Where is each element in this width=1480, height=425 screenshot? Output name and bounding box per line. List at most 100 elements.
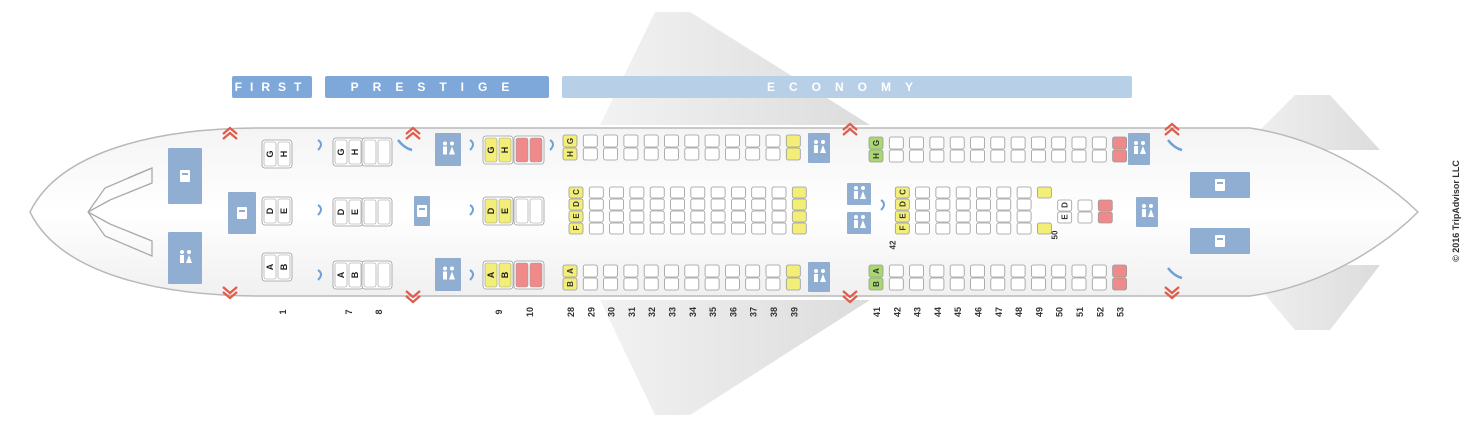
- seat-economy: [888, 264, 904, 278]
- lavatory-icon: [435, 258, 461, 291]
- seat-economy: [909, 277, 924, 291]
- seat-economy: [609, 186, 624, 199]
- seat-letter: B: [500, 271, 510, 278]
- seat-economy: [771, 222, 787, 235]
- seat-letter: G: [336, 148, 346, 155]
- row-number: 29: [586, 307, 596, 317]
- row-number: 38: [769, 307, 779, 317]
- row-number: 50: [1055, 307, 1065, 317]
- bassinet-icon: [469, 204, 474, 216]
- seat-letter: H: [350, 149, 360, 156]
- seat-economy: [915, 198, 930, 211]
- seat-economy: [568, 198, 584, 211]
- seat-letter: A: [566, 268, 575, 274]
- seat-economy: [1031, 149, 1046, 163]
- seat-economy: [955, 210, 971, 223]
- exit-arrow-icon: [222, 286, 238, 300]
- seat-economy: [623, 277, 639, 291]
- seat-economy: [623, 264, 639, 278]
- seat-economy: [1112, 277, 1127, 291]
- seat-economy: [582, 147, 598, 161]
- seat-economy: [970, 149, 985, 163]
- bassinet-icon: [880, 199, 885, 211]
- lavatory-icon: [1128, 133, 1150, 165]
- seat-letter: D: [898, 201, 907, 207]
- seat-economy: [894, 186, 910, 199]
- seat-economy: [909, 136, 924, 150]
- seat-economy: [1016, 186, 1032, 199]
- row-number: 7: [344, 309, 354, 314]
- seat-economy: [868, 277, 884, 291]
- seat-economy: [1071, 277, 1087, 291]
- seat-economy: [603, 277, 618, 291]
- seat-economy: [868, 136, 884, 150]
- seat-economy: [915, 222, 930, 235]
- row-number: 32: [647, 307, 657, 317]
- lavatory-icon: [1136, 197, 1158, 227]
- seat-economy: [1031, 136, 1046, 150]
- seat-economy: [725, 277, 740, 291]
- seat-economy: [649, 210, 665, 223]
- row-number: 53: [1116, 307, 1126, 317]
- seat-letter: D: [1061, 202, 1070, 208]
- seat-economy: [562, 134, 578, 148]
- phone-icon: [1167, 267, 1183, 280]
- lavatory-icon: [168, 232, 202, 284]
- seat-economy: [649, 198, 665, 211]
- seat-economy: [990, 136, 1006, 150]
- seat-economy: [609, 210, 624, 223]
- seat-letter: E: [1061, 214, 1070, 220]
- seat-economy: [1016, 198, 1032, 211]
- seat-economy: [915, 186, 930, 199]
- seat-economy: [582, 277, 598, 291]
- seat-economy: [791, 198, 807, 211]
- seat-economy: [935, 186, 951, 199]
- seat-economy: [725, 134, 740, 148]
- seat-economy: [603, 134, 618, 148]
- seat-economy: [1071, 136, 1087, 150]
- seat-economy: [976, 222, 991, 235]
- seat-letter: E: [898, 213, 907, 219]
- seat-letter: A: [265, 263, 275, 270]
- seat-economy: [1010, 277, 1026, 291]
- galley-icon: [228, 192, 256, 234]
- seat-economy: [1051, 264, 1067, 278]
- seat-letter: G: [872, 140, 881, 146]
- row-number: 51: [1075, 307, 1085, 317]
- seat-economy: [996, 222, 1012, 235]
- seat-prestige: [361, 137, 393, 167]
- seat-economy: [1071, 149, 1087, 163]
- seat-economy: [894, 198, 910, 211]
- seat-economy: [745, 134, 761, 148]
- row-label-inline: 42: [888, 240, 897, 249]
- seat-letter: E: [572, 213, 581, 219]
- row-number: 36: [728, 307, 738, 317]
- seat-economy: [996, 210, 1012, 223]
- seat-economy: [909, 264, 924, 278]
- seat-economy: [791, 210, 807, 223]
- seat-economy: [1051, 277, 1067, 291]
- seat-letter: D: [336, 208, 346, 215]
- seat-economy: [664, 147, 679, 161]
- seat-economy: [955, 186, 971, 199]
- bassinet-icon: [317, 139, 322, 151]
- seat-letter: B: [350, 271, 360, 278]
- seat-economy: [929, 264, 945, 278]
- row-number: 37: [749, 307, 759, 317]
- seat-economy: [1112, 149, 1127, 163]
- row-number: 33: [668, 307, 678, 317]
- seat-economy: [690, 186, 706, 199]
- row-number: 49: [1034, 307, 1044, 317]
- seat-economy: [1112, 264, 1127, 278]
- seat-letter: B: [566, 281, 575, 287]
- seat-economy: [568, 210, 584, 223]
- seat-economy: [603, 264, 618, 278]
- seat-prestige: [361, 260, 393, 290]
- seat-economy: [915, 210, 930, 223]
- seat-letter: E: [500, 208, 510, 214]
- lavatory-icon: [847, 183, 871, 205]
